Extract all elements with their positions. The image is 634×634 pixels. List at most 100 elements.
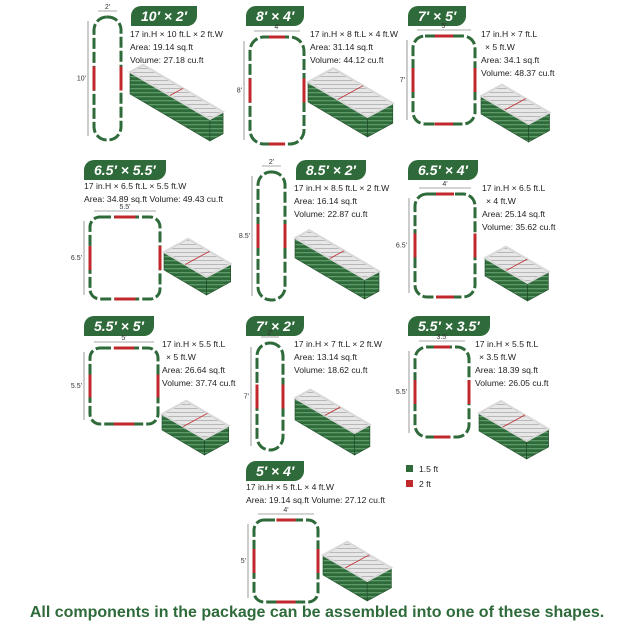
planter-illustration bbox=[292, 229, 382, 300]
planter-brace bbox=[183, 412, 208, 427]
spec-line: Volume: 18.62 cu.ft bbox=[294, 365, 368, 375]
dim-width-label: 5.5' bbox=[119, 204, 130, 211]
outline-segments bbox=[248, 35, 306, 146]
planter-brace bbox=[506, 258, 528, 271]
dim-height-label: 5.5' bbox=[396, 389, 407, 396]
spec-line: Area: 26.64 sq.ft bbox=[162, 365, 226, 375]
planter-illustration bbox=[476, 399, 551, 460]
spec-10x2: 17 in.H × 10 ft.L × 2 ft.W Area: 19.14 s… bbox=[130, 28, 223, 67]
planter-illustration bbox=[482, 245, 551, 302]
legend-label: 1.5 ft bbox=[419, 463, 439, 474]
planter-rim bbox=[159, 399, 231, 441]
spec-line: 17 in.H × 6.5 ft.L bbox=[482, 183, 546, 193]
spec-line: Area: 25.14 sq.ft bbox=[482, 209, 546, 219]
spec-8.5x2: 17 in.H × 8.5 ft.L × 2 ft.W Area: 16.14 … bbox=[294, 182, 389, 221]
spec-line: 17 in.H × 7 ft.L bbox=[481, 29, 538, 39]
title-5x4: 5′ × 4′ bbox=[246, 461, 305, 481]
planter-illustration bbox=[320, 540, 394, 602]
spec-5.5x3.5: 17 in.H × 5.5 ft.L × 3.5 ft.W Area: 18.3… bbox=[475, 338, 549, 390]
spec-line: 17 in.H × 5 ft.L × 4 ft.W bbox=[246, 482, 335, 492]
planter-rim bbox=[478, 83, 552, 126]
dim-height-label: 5.5' bbox=[71, 383, 82, 390]
outline-segments bbox=[413, 345, 471, 439]
outline-segments bbox=[411, 34, 477, 126]
bed-outline bbox=[248, 35, 306, 146]
title-8x4: 8′ × 4′ bbox=[246, 6, 305, 26]
planter-illustration bbox=[127, 63, 226, 142]
bed-outline bbox=[92, 15, 123, 142]
spec-line: × 3.5 ft.W bbox=[479, 352, 517, 362]
spec-line: Area: 19.14 sq.ft Volume: 27.12 cu.ft bbox=[246, 495, 386, 505]
dim-height-label: 8.5' bbox=[239, 233, 250, 240]
spec-line: Volume: 48.37 cu.ft bbox=[481, 68, 555, 78]
planter-brace bbox=[185, 250, 210, 265]
dim-height-label: 7' bbox=[400, 77, 405, 84]
spec-line: Area: 18.39 sq.ft bbox=[475, 365, 539, 375]
spec-line: Area: 19.14 sq.ft bbox=[130, 42, 194, 52]
planter-rim bbox=[127, 63, 226, 121]
title-6.5x5.5: 6.5′ × 5.5′ bbox=[84, 160, 166, 180]
spec-line: Volume: 37.74 cu.ft bbox=[162, 378, 236, 388]
planter-brace bbox=[329, 250, 345, 259]
spec-line: × 4 ft.W bbox=[486, 196, 516, 206]
title-5.5x5: 5.5′ × 5′ bbox=[84, 316, 154, 336]
planter-brace bbox=[324, 406, 341, 416]
outline-segments bbox=[413, 192, 477, 299]
spec-line: 17 in.H × 8.5 ft.L × 2 ft.W bbox=[294, 183, 390, 193]
dim-width-label: 2' bbox=[105, 4, 110, 11]
legend-swatch-red bbox=[406, 480, 413, 487]
title-7x2: 7′ × 2′ bbox=[246, 316, 305, 336]
title-8.5x2: 8.5′ × 2′ bbox=[296, 160, 366, 180]
dim-height-label: 5' bbox=[241, 558, 246, 565]
spec-8x4: 17 in.H × 8 ft.L × 4 ft.W Area: 31.14 sq… bbox=[310, 28, 398, 67]
spec-line: × 5 ft.W bbox=[166, 352, 196, 362]
planter-brace bbox=[502, 414, 525, 428]
title-5.5x3.5: 5.5′ × 3.5′ bbox=[408, 316, 490, 336]
footer-caption: All components in the package can be ass… bbox=[29, 604, 605, 621]
planter-rim bbox=[161, 237, 233, 279]
dim-height-label: 6.5' bbox=[396, 243, 407, 250]
bed-outline bbox=[255, 341, 285, 452]
dim-height-label: 7' bbox=[244, 394, 249, 401]
spec-line: Volume: 26.05 cu.ft bbox=[475, 378, 549, 388]
legend-item-1.5ft: 1.5 ft bbox=[406, 461, 438, 476]
spec-line: Area: 31.14 sq.ft bbox=[310, 42, 374, 52]
spec-line: 17 in.H × 7 ft.L × 2 ft.W bbox=[294, 339, 383, 349]
bed-outline bbox=[413, 192, 477, 299]
spec-line: Area: 34.89 sq.ft Volume: 49.43 cu.ft bbox=[84, 194, 224, 204]
title-7x5: 7′ × 5′ bbox=[408, 6, 467, 26]
title-10x2: 10′ × 2′ bbox=[131, 6, 198, 26]
planter-rim bbox=[292, 388, 372, 435]
title-6.5x4: 6.5′ × 4′ bbox=[408, 160, 478, 180]
spec-6.5x5.5: 17 in.H × 6.5 ft.L × 5.5 ft.W Area: 34.8… bbox=[84, 180, 223, 206]
legend-item-2ft: 2 ft bbox=[406, 476, 438, 491]
planter-rim bbox=[320, 540, 394, 583]
planter-brace bbox=[169, 87, 184, 96]
dim-width-label: 2' bbox=[267, 330, 272, 337]
spec-line: 17 in.H × 5.5 ft.L bbox=[475, 339, 539, 349]
spec-6.5x4: 17 in.H × 6.5 ft.L × 4 ft.W Area: 25.14 … bbox=[482, 182, 556, 234]
spec-5.5x5: 17 in.H × 5.5 ft.L × 5 ft.W Area: 26.64 … bbox=[162, 338, 236, 390]
planter-illustration bbox=[292, 388, 372, 456]
spec-7x2: 17 in.H × 7 ft.L × 2 ft.W Area: 13.14 sq… bbox=[294, 338, 382, 377]
bed-outline bbox=[252, 518, 320, 604]
outline-segments bbox=[255, 341, 285, 452]
spec-line: Volume: 44.12 cu.ft bbox=[310, 55, 384, 65]
spec-7x5: 17 in.H × 7 ft.L × 5 ft.W Area: 34.1 sq.… bbox=[481, 28, 555, 80]
legend: 1.5 ft 2 ft bbox=[406, 461, 438, 491]
planter-rim bbox=[292, 229, 382, 281]
outline-segments bbox=[256, 170, 287, 302]
outline-segments bbox=[88, 215, 162, 301]
spec-line: × 5 ft.W bbox=[485, 42, 515, 52]
spec-line: 17 in.H × 5.5 ft.L bbox=[162, 339, 226, 349]
dim-width-label: 5' bbox=[441, 23, 446, 30]
outline-segments bbox=[92, 15, 123, 142]
spec-line: Area: 13.14 sq.ft bbox=[294, 352, 358, 362]
legend-label: 2 ft bbox=[419, 478, 431, 489]
planter-illustration bbox=[305, 67, 395, 138]
dim-width-label: 4' bbox=[283, 507, 288, 514]
bed-outline bbox=[413, 345, 471, 439]
dim-width-label: 5' bbox=[121, 335, 126, 342]
planter-rim bbox=[476, 399, 551, 443]
